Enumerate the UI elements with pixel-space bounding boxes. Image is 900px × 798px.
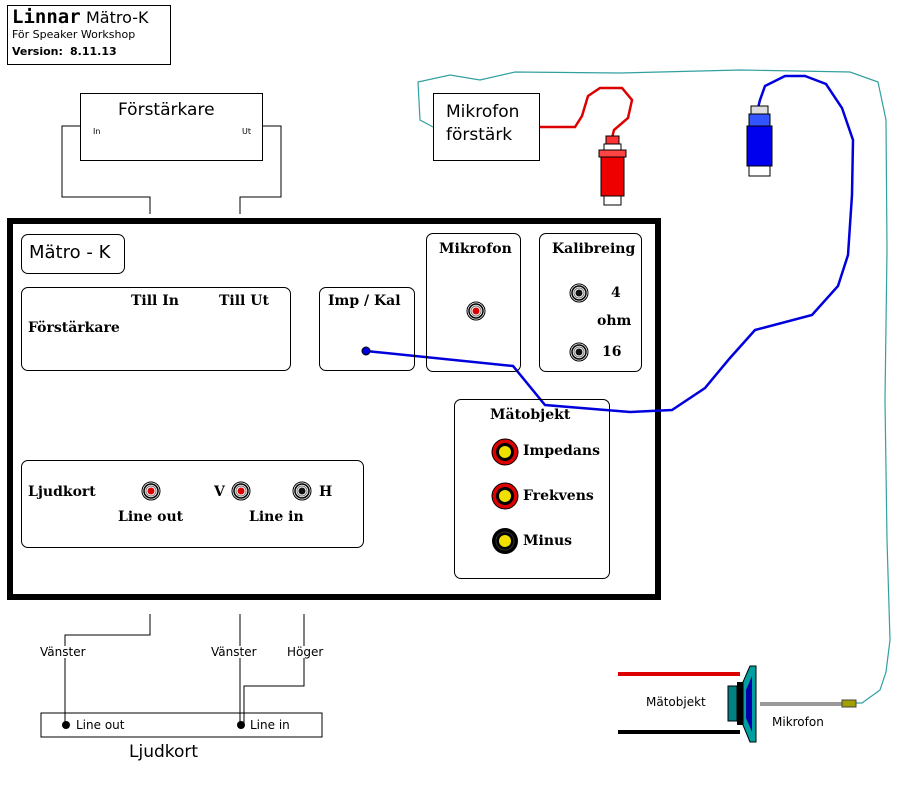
- soundcard-box: [40, 712, 323, 738]
- amplifier-in-label: In: [93, 127, 101, 136]
- till-ut-label: Till Ut: [219, 293, 269, 309]
- frekvens-label: Frekvens: [523, 488, 594, 504]
- mic-preamp-line2: förstärk: [446, 125, 513, 145]
- mic-preamp-line1: Mikrofon: [446, 102, 520, 122]
- teal-mic-cable: [417, 69, 891, 704]
- kalibrering-panel: [539, 233, 642, 372]
- product-name: Mätro-K: [86, 8, 149, 27]
- binding-post-minus: [492, 528, 518, 554]
- microphone-tip: [841, 699, 857, 708]
- imp-kal-jack: [361, 346, 371, 356]
- device-name: Mätro - K: [29, 242, 111, 263]
- binding-post-impedans: [491, 438, 519, 466]
- amp-out-wire: [239, 125, 282, 214]
- binding-post-frekvens: [491, 482, 519, 510]
- impedans-label: Impedans: [523, 443, 600, 459]
- version-label: Version:: [12, 45, 63, 58]
- soundcard-line-out-label: Line out: [76, 718, 125, 732]
- amp-in-wire: [61, 125, 151, 214]
- soundcard-title: Ljudkort: [129, 742, 199, 762]
- kal-ohm-label: ohm: [597, 313, 632, 329]
- line-out-wire: [64, 614, 151, 724]
- till-in-label: Till In: [131, 293, 179, 309]
- amp-section-label: Förstärkare: [28, 320, 120, 336]
- red-cable: [540, 86, 634, 139]
- line-out-panel-label: Line out: [118, 509, 184, 525]
- speaker-mic-label: Mikrofon: [772, 715, 824, 729]
- amp-section-panel: [21, 287, 291, 371]
- amplifier-title: Förstärkare: [118, 100, 215, 120]
- line-in-right-wire: [243, 614, 305, 724]
- kal-16-label: 16: [602, 344, 622, 360]
- mikrofon-title: Mikrofon: [439, 241, 512, 257]
- title-subtitle: För Speaker Workshop: [12, 28, 136, 41]
- amplifier-box: [80, 93, 263, 161]
- wire-in-left-label: Vänster: [211, 645, 257, 659]
- ljudkort-panel: [21, 460, 364, 548]
- line-in-h-label: H: [319, 484, 333, 500]
- speaker-icon: [727, 665, 757, 743]
- amplifier-out-label: Ut: [242, 127, 251, 136]
- ljudkort-panel-label: Ljudkort: [28, 484, 96, 500]
- soundcard-line-in-label: Line in: [250, 718, 290, 732]
- speaker-label: Mätobjekt: [646, 695, 706, 709]
- wire-out-left-label: Vänster: [40, 645, 86, 659]
- imp-kal-panel: [319, 287, 415, 371]
- kal-4-label: 4: [611, 285, 621, 301]
- imp-kal-title: Imp / Kal: [328, 293, 401, 309]
- title-block: [7, 5, 171, 65]
- matobjekt-panel: [454, 399, 610, 579]
- kalibrering-title: Kalibreing: [552, 241, 636, 257]
- device-name-panel: [21, 234, 125, 274]
- red-rca-plug: [598, 135, 627, 206]
- device-frame: [7, 218, 661, 600]
- mikrofon-panel: [426, 233, 521, 372]
- wire-in-right-label: Höger: [287, 645, 324, 659]
- minus-label: Minus: [523, 533, 573, 549]
- blue-cable: [365, 74, 855, 414]
- mic-preamp-box: [433, 93, 540, 161]
- blue-plug: [746, 105, 773, 177]
- line-in-v-label: V: [214, 484, 225, 500]
- matobjekt-title: Mätobjekt: [490, 407, 571, 423]
- version-value: 8.11.13: [70, 45, 117, 58]
- brand-name: Linnar: [12, 6, 81, 28]
- line-in-panel-label: Line in: [249, 509, 304, 525]
